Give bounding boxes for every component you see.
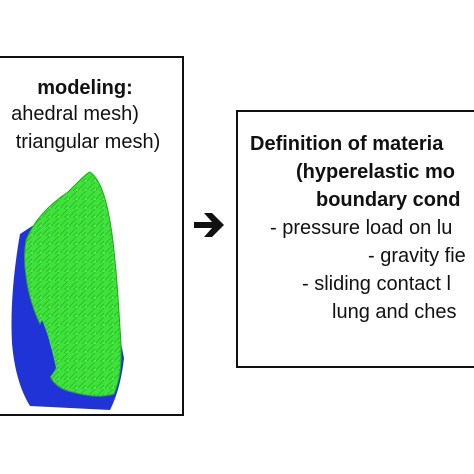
material-definition-heading: Definition of materia [250, 133, 444, 155]
mesh-type-line-2: triangular mesh) [15, 131, 161, 153]
lung-chest-item: lung and ches [332, 301, 457, 323]
lung-mesh-illustration [11, 171, 125, 410]
lung-notch-shape [38, 320, 56, 379]
mesh-type-line-1: ahedral mesh) [11, 103, 139, 125]
material-definition-panel: Definition of materia (hyperelastic mo b… [236, 110, 474, 368]
mesh-modeling-heading: modeling: [37, 77, 133, 99]
right-arrow-icon [194, 213, 224, 237]
pressure-load-item: - pressure load on lu [270, 217, 453, 239]
gravity-field-item: - gravity fie [368, 245, 466, 267]
mesh-modeling-panel: modeling: ahedral mesh) triangular mesh) [0, 56, 184, 416]
sliding-contact-item: - sliding contact l [302, 273, 451, 295]
hyperelastic-model-line: (hyperelastic mo [296, 161, 455, 183]
boundary-conditions-line: boundary cond [316, 189, 461, 211]
